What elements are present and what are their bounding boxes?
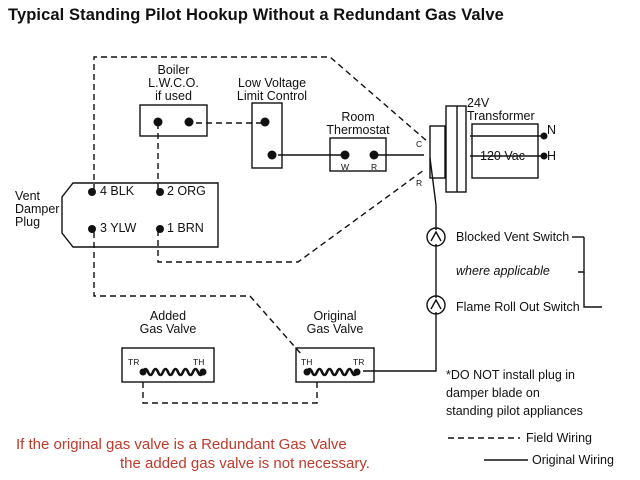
note-line2: damper blade on — [446, 386, 540, 400]
wire-where-applicable-bracket — [578, 237, 585, 273]
vent-pin-4-label: 4 BLK — [100, 184, 135, 198]
thermostat-terminal-w — [340, 150, 350, 160]
added-valve-tr-terminal — [139, 368, 147, 376]
original-valve-tr-terminal — [353, 368, 361, 376]
wire-switch-to-original-valve — [363, 312, 437, 372]
original-valve-label: Original Gas Valve — [290, 310, 380, 336]
original-valve-coil — [305, 367, 359, 377]
warning-line1: If the original gas valve is a Redundant… — [16, 436, 347, 453]
transformer-h-terminal — [540, 152, 548, 160]
thermostat-terminal-r — [369, 150, 379, 160]
thermostat-label-line2: Thermostat — [326, 123, 390, 137]
thermostat-box — [329, 137, 387, 172]
added-valve-box — [121, 347, 215, 383]
warning-line2: the added gas valve is not necessary. — [120, 455, 370, 472]
added-valve-line1: Added — [149, 309, 187, 323]
transformer-core — [445, 105, 467, 193]
limit-terminal-bottom — [267, 150, 277, 160]
field-wire-vent-to-thermostat-r — [157, 169, 425, 263]
original-valve-tr-label: TR — [353, 357, 365, 367]
transformer-n-label: N — [547, 123, 557, 137]
lwco-terminal-2 — [184, 117, 194, 127]
transformer-voltage: 120 Vac — [480, 149, 525, 163]
flame-rollout-switch — [426, 295, 446, 315]
transformer-label-line2: Transformer — [467, 109, 535, 123]
vent-pin-1 — [156, 225, 164, 233]
transformer-c-label: C — [416, 139, 423, 149]
lwco-label-line3: if used — [155, 89, 192, 103]
added-valve-line2: Gas Valve — [139, 322, 197, 336]
thermostat-label-line1: Room — [341, 110, 375, 124]
vent-label-line1: Vent — [15, 189, 41, 203]
limit-label-line2: Limit Control — [236, 89, 308, 103]
blocked-vent-label: Blocked Vent Switch — [456, 230, 570, 244]
transformer-n-terminal — [540, 132, 548, 140]
lwco-label: Boiler L.W.C.O. if used — [140, 64, 207, 103]
lwco-label-line1: Boiler — [157, 63, 190, 77]
added-valve-th-terminal — [199, 368, 207, 376]
where-applicable-label: where applicable — [456, 264, 550, 278]
thermostat-w-label: W — [341, 162, 350, 172]
vent-pin-2-label: 2 ORG — [167, 184, 206, 198]
vent-label-line3: Plug — [15, 215, 41, 229]
vent-label-line2: Damper — [15, 202, 60, 216]
added-valve-tr-label: TR — [128, 357, 140, 367]
note-line3: standing pilot appliances — [446, 404, 583, 418]
vent-pin-3-label: 3 YLW — [100, 221, 137, 235]
added-valve-label: Added Gas Valve — [122, 310, 214, 336]
thermostat-label: Room Thermostat — [312, 111, 404, 137]
wire-flame-leader — [583, 272, 602, 308]
transformer-label: 24V Transformer — [467, 97, 535, 123]
lwco-terminal-1 — [153, 117, 163, 127]
original-valve-box — [295, 347, 375, 383]
wire-transformer-to-switches — [429, 157, 437, 230]
original-valve-th-terminal — [303, 368, 311, 376]
added-valve-th-label: TH — [193, 357, 205, 367]
transformer-primary-box — [471, 123, 539, 179]
boiler-lwco-box — [139, 104, 208, 137]
lwco-label-line2: L.W.C.O. — [148, 76, 199, 90]
flame-rollout-label: Flame Roll Out Switch — [456, 300, 580, 314]
original-valve-line2: Gas Valve — [306, 322, 364, 336]
limit-control-label: Low Voltage Limit Control — [222, 77, 322, 103]
legend-field-label: Field Wiring — [526, 431, 592, 445]
transformer-r-label: R — [416, 178, 423, 188]
limit-control-box — [251, 102, 283, 169]
added-valve-coil — [141, 367, 205, 377]
vent-pin-3 — [88, 225, 96, 233]
vent-pin-2 — [156, 188, 164, 196]
limit-label-line1: Low Voltage — [237, 76, 307, 90]
field-wire-vent-to-added-valve — [93, 232, 303, 356]
field-wiring — [93, 56, 429, 404]
limit-terminal-top — [260, 117, 270, 127]
vent-pin-1-label: 1 BRN — [167, 221, 204, 235]
original-wiring — [278, 135, 602, 461]
blocked-vent-switch — [426, 227, 446, 247]
original-valve-th-label: TH — [301, 357, 313, 367]
vent-pin-4 — [88, 188, 96, 196]
field-wire-valve-jumper — [142, 382, 318, 404]
field-wire-vent-to-transformer-c — [93, 56, 429, 190]
transformer-secondary-block — [429, 125, 446, 179]
vent-damper-plug-box — [61, 182, 219, 248]
note-line1: *DO NOT install plug in — [446, 368, 575, 382]
diagram-title: Typical Standing Pilot Hookup Without a … — [8, 6, 504, 24]
plug-note: *DO NOT install plug in damper blade on … — [446, 366, 583, 420]
transformer-label-line1: 24V — [467, 96, 490, 110]
legend-original-label: Original Wiring — [532, 453, 614, 467]
original-valve-line1: Original — [313, 309, 357, 323]
transformer-h-label: H — [547, 149, 557, 163]
thermostat-r-label: R — [371, 162, 378, 172]
vent-damper-label: Vent Damper Plug — [15, 190, 59, 229]
